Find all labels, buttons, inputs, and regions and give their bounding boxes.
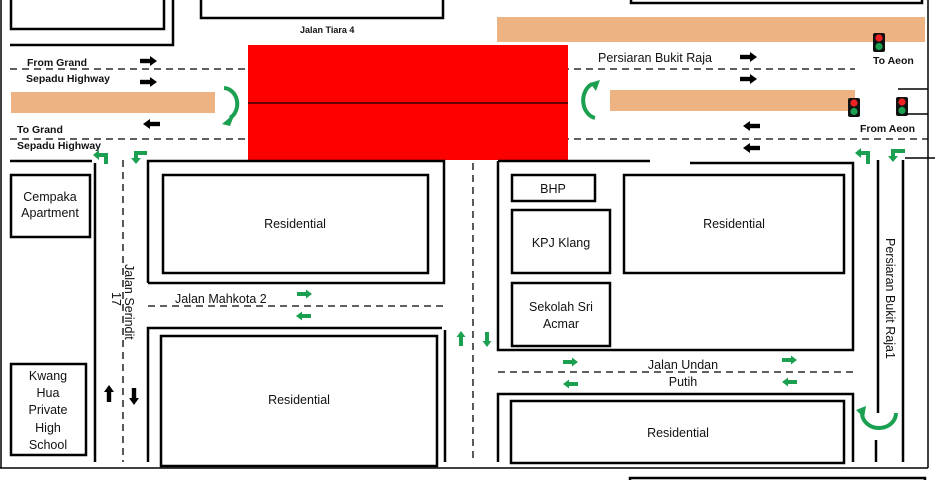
turn-arrow-icon	[93, 150, 108, 164]
road-label-jalan-mahkota: Jalan Mahkota 2	[175, 292, 267, 306]
building-label: Residential	[268, 393, 330, 407]
building-label: Residential	[264, 217, 326, 231]
label-to-aeon: To Aeon	[873, 55, 914, 67]
median-top	[497, 17, 925, 42]
road-label-jalan-serindit-number: 17	[109, 292, 123, 306]
building-cempaka-apartment	[9, 173, 92, 239]
building-sekolah-sri-acmar	[510, 281, 612, 348]
road-label-jalan-tiara: Jalan Tiara 4	[300, 25, 354, 35]
block-outline	[146, 159, 446, 285]
top-left-building	[9, 0, 166, 31]
road-label-jalan-undan: Jalan Undan	[648, 358, 718, 372]
label-sepadu-highway: Sepadu Highway	[26, 73, 110, 85]
building-label: Sekolah Sri	[529, 300, 593, 314]
arrow-right-icon	[740, 52, 757, 62]
building-label: Acmar	[543, 317, 579, 331]
traffic-light-icon	[873, 33, 885, 52]
building-label: Apartment	[21, 206, 79, 220]
building-label: High	[35, 421, 61, 435]
turn-arrow-icon	[888, 149, 905, 162]
arrow-right-icon	[140, 77, 157, 87]
arrow-right-icon	[740, 74, 757, 84]
arrow-left-icon	[743, 121, 760, 131]
label-persiaran-bukit-raja: Persiaran Bukit Raja	[598, 51, 712, 65]
arrow-left-icon	[296, 311, 311, 321]
traffic-light-icon	[848, 98, 860, 117]
building-kwang-hua-school	[9, 362, 88, 457]
arrow-left-icon	[743, 143, 760, 153]
u-turn-arrow-icon	[222, 86, 240, 126]
label-sepadu-highway-2: Sepadu Highway	[17, 140, 101, 152]
u-turn-arrow-icon	[581, 80, 600, 120]
arrow-up-icon	[104, 385, 114, 402]
arrow-down-icon	[482, 332, 492, 347]
block-outline	[496, 392, 855, 462]
building-label: Private	[29, 403, 68, 417]
label-from-grand: From Grand	[27, 57, 87, 69]
arrow-up-icon	[456, 331, 466, 346]
top-left-block	[10, 0, 175, 47]
building-residential	[159, 334, 439, 468]
road-label-jalan-undan-2: Putih	[669, 375, 698, 389]
top-right-building	[629, 0, 924, 5]
building-residential	[161, 173, 430, 275]
building-label: Residential	[647, 426, 709, 440]
building-label: Kwang	[29, 369, 67, 383]
arrow-right-icon	[563, 357, 578, 367]
building-bhp	[510, 173, 597, 203]
arrow-down-icon	[129, 388, 139, 405]
building-label: KPJ Klang	[532, 236, 590, 250]
median-left	[11, 92, 215, 113]
building-label: BHP	[540, 182, 566, 196]
road-label-jalan-serindit: Jalan Serindit	[122, 264, 136, 340]
building-label: Cempaka	[23, 190, 77, 204]
building-kpj-klang	[510, 208, 612, 275]
label-to-grand: To Grand	[17, 124, 63, 136]
median-right	[610, 90, 855, 111]
building-label: Hua	[37, 386, 60, 400]
u-turn-arrow-icon	[856, 406, 898, 430]
building-residential	[509, 399, 846, 465]
block-outline	[146, 326, 442, 462]
arrow-left-icon	[782, 377, 797, 387]
block-outline	[496, 161, 855, 352]
top-center-building	[199, 0, 445, 20]
road-label-persiaran-bukit-raja-1: Persiaran Bukit Raja1	[883, 238, 897, 359]
building-residential	[622, 173, 846, 275]
turn-arrow-icon	[855, 148, 870, 164]
arrow-right-icon	[782, 355, 797, 365]
building-label: Residential	[703, 217, 765, 231]
label-from-aeon: From Aeon	[860, 123, 915, 135]
arrow-right-icon	[140, 56, 157, 66]
bottom-right-building	[628, 476, 927, 480]
turn-arrow-icon	[131, 151, 147, 164]
arrow-right-icon	[297, 289, 312, 299]
building-label: School	[29, 438, 67, 452]
traffic-light-icon	[896, 97, 908, 116]
arrow-left-icon	[143, 119, 160, 129]
arrow-left-icon	[563, 379, 578, 389]
